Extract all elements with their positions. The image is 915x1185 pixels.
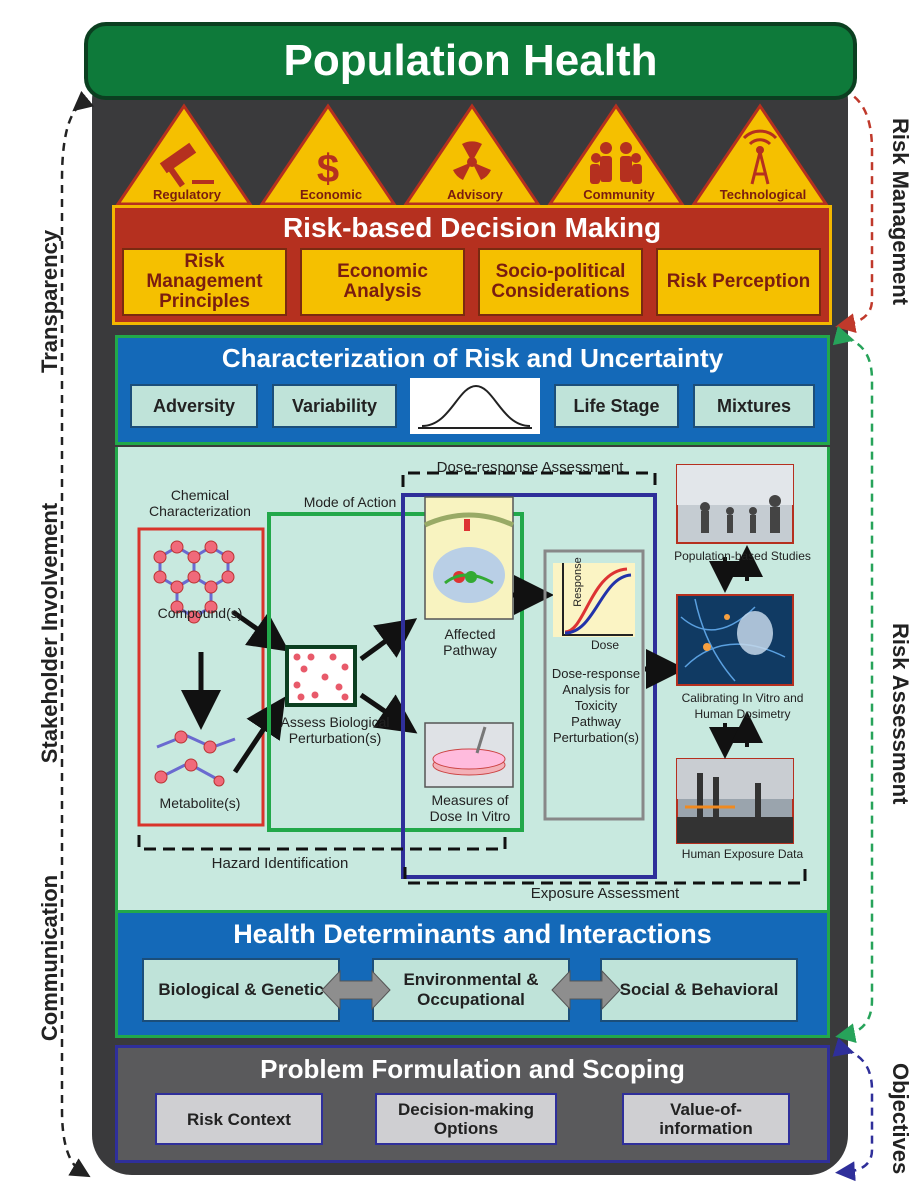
exposure-bracket xyxy=(403,867,807,885)
population-studies-image xyxy=(676,464,794,544)
dose-axis-label: Dose xyxy=(590,638,619,652)
population-studies-label: Population-based Studies xyxy=(674,549,811,563)
side-label-risk-management: Risk Management xyxy=(888,118,913,306)
side-label-communication: Communication xyxy=(37,874,62,1042)
triangle-regulatory xyxy=(115,103,253,206)
human-exposure-label: Human Exposure Data xyxy=(681,847,804,861)
hazard-identification-label: Hazard Identification xyxy=(211,855,349,872)
box-biological-genetic: Biological & Genetic xyxy=(142,958,340,1022)
triangle-economic: $ xyxy=(259,103,397,206)
compound-molecule xyxy=(153,540,235,624)
box-life-stage: Life Stage xyxy=(554,384,679,428)
assess-biological-label: Assess Biological Perturbation(s) xyxy=(280,714,390,746)
side-label-risk-assessment: Risk Assessment xyxy=(888,623,913,805)
svg-text:$: $ xyxy=(317,147,339,191)
bidirectional-arrows-1 xyxy=(709,545,763,593)
triangle-label-economic: Economic xyxy=(299,187,363,202)
box-social-behavioral: Social & Behavioral xyxy=(600,958,798,1022)
calibrating-image xyxy=(676,594,794,686)
dose-response-analysis-label: Dose-response Analysis for Toxicity Path… xyxy=(551,666,641,745)
right-red-dashed-arrow xyxy=(829,77,874,334)
distribution-curve-icon xyxy=(410,378,540,434)
characterization-title: Characterization of Risk and Uncertainty xyxy=(221,342,724,373)
double-arrow-icon-2 xyxy=(551,969,621,1011)
box-economic-analysis: Economic Analysis xyxy=(300,248,465,316)
triangle-community xyxy=(547,103,685,206)
right-green-dashed-arrow xyxy=(832,325,874,1044)
triangle-label-technological: Technological xyxy=(719,187,807,202)
box-variability: Variability xyxy=(272,384,397,428)
population-health-title: Population Health xyxy=(84,22,857,100)
mode-of-action-box xyxy=(267,512,524,832)
triangle-label-advisory: Advisory xyxy=(447,187,503,202)
assessment-graphics xyxy=(137,464,807,885)
dose-response-curve-icon xyxy=(553,563,635,637)
side-label-objectives: Objectives xyxy=(888,1063,913,1175)
box-adversity: Adversity xyxy=(130,384,258,428)
box-environmental-occupational: Environmental & Occupational xyxy=(372,958,570,1022)
box-risk-management-principles: Risk Management Principles xyxy=(122,248,287,316)
measures-dose-label: Measures of Dose In Vitro xyxy=(429,792,511,824)
health-determinants-title: Health Determinants and Interactions xyxy=(233,918,712,949)
mode-of-action-label: Mode of Action xyxy=(303,494,397,510)
compounds-label: Compound(s) xyxy=(157,605,243,621)
triangle-label-regulatory: Regulatory xyxy=(153,187,221,202)
side-label-stakeholder: Stakeholder Involvement xyxy=(37,502,62,764)
double-arrow-icon-1 xyxy=(321,969,391,1011)
chemical-box xyxy=(137,527,265,827)
triangle-advisory xyxy=(403,103,541,206)
problem-formulation-title: Problem Formulation and Scoping xyxy=(260,1053,685,1084)
box-decision-making-options: Decision-making Options xyxy=(375,1093,557,1145)
left-dashed-arrow xyxy=(60,90,95,1178)
measures-dose-icon xyxy=(424,722,514,788)
metabolites-label: Metabolite(s) xyxy=(159,795,241,811)
dose-response-analysis-box xyxy=(543,549,645,821)
box-risk-perception: Risk Perception xyxy=(656,248,821,316)
side-label-transparency: Transparency xyxy=(37,229,62,373)
exposure-assessment-label: Exposure Assessment xyxy=(530,885,680,902)
triangle-label-community: Community xyxy=(583,187,655,202)
metabolite-molecule xyxy=(154,730,236,787)
human-exposure-image xyxy=(676,758,794,844)
affected-pathway-label: Affected Pathway xyxy=(443,626,497,658)
affected-pathway-icon xyxy=(423,496,515,620)
triangle-technological xyxy=(691,103,829,206)
calibrating-label: Calibrating In Vitro and Human Dosimetry xyxy=(681,691,804,721)
box-risk-context: Risk Context xyxy=(155,1093,323,1145)
hazard-bracket xyxy=(137,835,507,851)
response-axis-label: Response xyxy=(572,557,584,607)
box-value-of-information: Value-of-information xyxy=(622,1093,790,1145)
box-socio-political: Socio-political Considerations xyxy=(478,248,643,316)
bidirectional-arrows-2 xyxy=(709,711,763,759)
dose-response-assessment-label: Dose-response Assessment xyxy=(436,459,624,476)
risk-decision-title: Risk-based Decision Making xyxy=(282,212,662,243)
decision-triangles: $ xyxy=(115,103,829,206)
right-blue-dashed-arrow xyxy=(832,1037,874,1182)
dose-response-bracket xyxy=(401,471,657,487)
chemical-characterization-label: Chemical Characterization xyxy=(149,487,251,519)
assay-plate-icon xyxy=(285,645,357,707)
box-mixtures: Mixtures xyxy=(693,384,815,428)
